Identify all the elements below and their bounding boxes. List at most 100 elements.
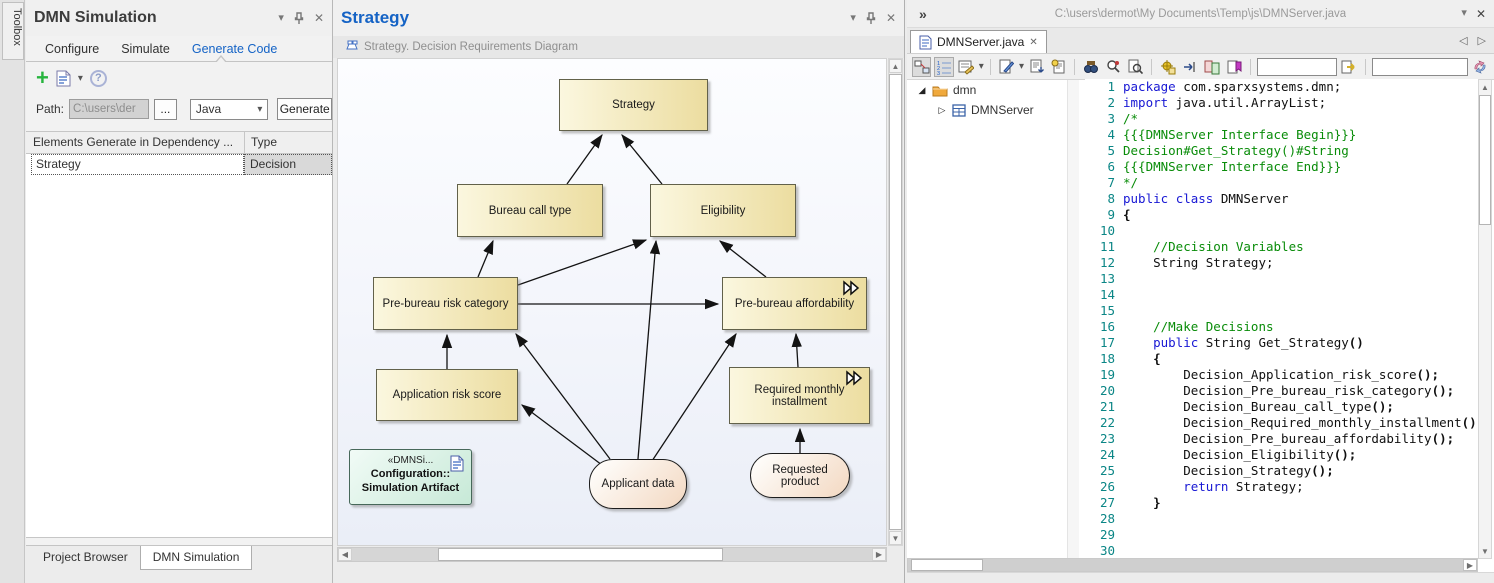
code-line[interactable]: 28: [1085, 511, 1478, 527]
tree-item-dmnserver[interactable]: ▷ DMNServer: [907, 100, 1067, 120]
search-replace-icon[interactable]: [1104, 57, 1123, 77]
scroll-up-icon[interactable]: ▲: [1479, 80, 1491, 94]
code-vscrollbar[interactable]: ▲ ▼: [1478, 79, 1492, 559]
diagram-hscrollbar[interactable]: ◀ ▶: [337, 547, 887, 562]
edit-dropdown-icon[interactable]: ▾: [1018, 61, 1024, 72]
code-line[interactable]: 18 {: [1085, 351, 1478, 367]
open-source-icon[interactable]: [1049, 57, 1068, 77]
element-type-cell[interactable]: Decision: [244, 154, 332, 175]
structure-tree-icon[interactable]: [912, 56, 932, 77]
node-pba[interactable]: Pre-bureau affordability: [722, 277, 867, 330]
code-line[interactable]: 14: [1085, 287, 1478, 303]
column-type[interactable]: Type: [244, 132, 332, 153]
table-row[interactable]: Strategy Decision: [26, 154, 332, 175]
code-line[interactable]: 11 //Decision Variables: [1085, 239, 1478, 255]
tree-expanded-icon[interactable]: ◢: [918, 84, 926, 95]
nav-forward-icon[interactable]: ▷: [1477, 35, 1486, 47]
code-line[interactable]: 29: [1085, 527, 1478, 543]
code-line[interactable]: 23 Decision_Pre_bureau_affordability();: [1085, 431, 1478, 447]
tab-dmnserver-java[interactable]: DMNServer.java ✕: [910, 30, 1047, 53]
chevron-down-icon[interactable]: ▾: [850, 11, 856, 24]
tree-collapsed-icon[interactable]: ▷: [938, 104, 946, 115]
scroll-right-icon[interactable]: ▶: [872, 548, 886, 561]
code-line[interactable]: 25 Decision_Strategy();: [1085, 463, 1478, 479]
chevron-down-icon[interactable]: ▾: [278, 11, 284, 24]
vscroll-thumb[interactable]: [889, 74, 902, 530]
code-line[interactable]: 7*/: [1085, 175, 1478, 191]
close-icon[interactable]: ✕: [1475, 6, 1486, 21]
code-hscroll-thumb[interactable]: [911, 559, 983, 571]
code-line[interactable]: 10: [1085, 223, 1478, 239]
node-requested[interactable]: Requested product: [750, 453, 850, 498]
scroll-up-icon[interactable]: ▲: [889, 59, 902, 73]
chevron-down-icon[interactable]: ▾: [1461, 7, 1467, 19]
toolbox-vertical-tab[interactable]: Toolbox: [2, 2, 24, 60]
code-line[interactable]: 13: [1085, 271, 1478, 287]
scroll-right-icon[interactable]: ▶: [1463, 559, 1477, 571]
properties-icon[interactable]: [957, 57, 976, 77]
tree-item-dmn[interactable]: ◢ dmn: [907, 80, 1067, 100]
scroll-down-icon[interactable]: ▼: [1479, 544, 1491, 558]
code-line[interactable]: 21 Decision_Bureau_call_type();: [1085, 399, 1478, 415]
node-strategy[interactable]: Strategy: [559, 79, 708, 131]
new-document-icon[interactable]: [56, 70, 71, 87]
code-hscrollbar[interactable]: ▶: [907, 558, 1478, 572]
element-name-cell[interactable]: Strategy: [31, 154, 244, 175]
tab-simulate[interactable]: Simulate: [121, 41, 170, 56]
hscroll-thumb[interactable]: [438, 548, 723, 561]
code-line[interactable]: 6{{{DMNServer Interface End}}}: [1085, 159, 1478, 175]
node-applicant[interactable]: Applicant data: [589, 459, 687, 509]
add-element-button[interactable]: +: [36, 65, 49, 90]
go-to-icon[interactable]: [1340, 57, 1359, 77]
code-line[interactable]: 9{: [1085, 207, 1478, 223]
language-select[interactable]: Java ▾: [189, 98, 269, 120]
diagram-vscrollbar[interactable]: ▲ ▼: [888, 58, 903, 546]
scroll-down-icon[interactable]: ▼: [889, 531, 902, 545]
search-file-icon[interactable]: [1126, 57, 1145, 77]
browse-button[interactable]: ...: [153, 98, 177, 120]
code-line[interactable]: 24 Decision_Eligibility();: [1085, 447, 1478, 463]
tab-close-icon[interactable]: ✕: [1029, 36, 1038, 48]
scroll-left-icon[interactable]: ◀: [338, 548, 352, 561]
overflow-chevrons-icon[interactable]: »: [919, 5, 927, 22]
elements-table-body[interactable]: Strategy Decision: [26, 154, 332, 538]
code-line[interactable]: 20 Decision_Pre_bureau_risk_category();: [1085, 383, 1478, 399]
compare-icon[interactable]: [1202, 57, 1221, 77]
code-line[interactable]: 17 public String Get_Strategy(): [1085, 335, 1478, 351]
tab-dmn-simulation[interactable]: DMN Simulation: [139, 546, 253, 570]
find-binoculars-icon[interactable]: [1081, 57, 1100, 77]
pin-icon[interactable]: [865, 11, 877, 25]
nav-back-icon[interactable]: ◁: [1459, 35, 1468, 47]
build-gear-icon[interactable]: [1158, 57, 1177, 77]
document-dropdown-icon[interactable]: ▾: [77, 72, 83, 84]
code-line[interactable]: 30: [1085, 543, 1478, 559]
code-line[interactable]: 4{{{DMNServer Interface Begin}}}: [1085, 127, 1478, 143]
node-ars[interactable]: Application risk score: [376, 369, 518, 421]
code-vscroll-thumb[interactable]: [1479, 95, 1491, 225]
close-icon[interactable]: ✕: [885, 11, 896, 25]
tab-configure[interactable]: Configure: [45, 41, 100, 56]
node-bct[interactable]: Bureau call type: [457, 184, 603, 237]
code-line[interactable]: 3/*: [1085, 111, 1478, 127]
tab-generate-code[interactable]: Generate Code: [191, 41, 278, 56]
column-elements[interactable]: Elements Generate in Dependency ...: [33, 135, 234, 149]
code-line[interactable]: 22 Decision_Required_monthly_installment…: [1085, 415, 1478, 431]
code-line[interactable]: 15: [1085, 303, 1478, 319]
help-icon[interactable]: ?: [89, 69, 107, 87]
code-line[interactable]: 26 return Strategy;: [1085, 479, 1478, 495]
find-input[interactable]: [1256, 57, 1337, 76]
node-simulation-artifact[interactable]: «DMNSi... Configuration:: Simulation Art…: [349, 449, 472, 505]
step-into-icon[interactable]: [1180, 57, 1199, 77]
tree-scrollbar[interactable]: [1067, 80, 1079, 561]
close-icon[interactable]: ✕: [313, 11, 324, 25]
refresh-sync-icon[interactable]: [1471, 57, 1490, 77]
import-code-icon[interactable]: [1027, 57, 1046, 77]
path-input[interactable]: C:\users\der: [69, 99, 149, 119]
